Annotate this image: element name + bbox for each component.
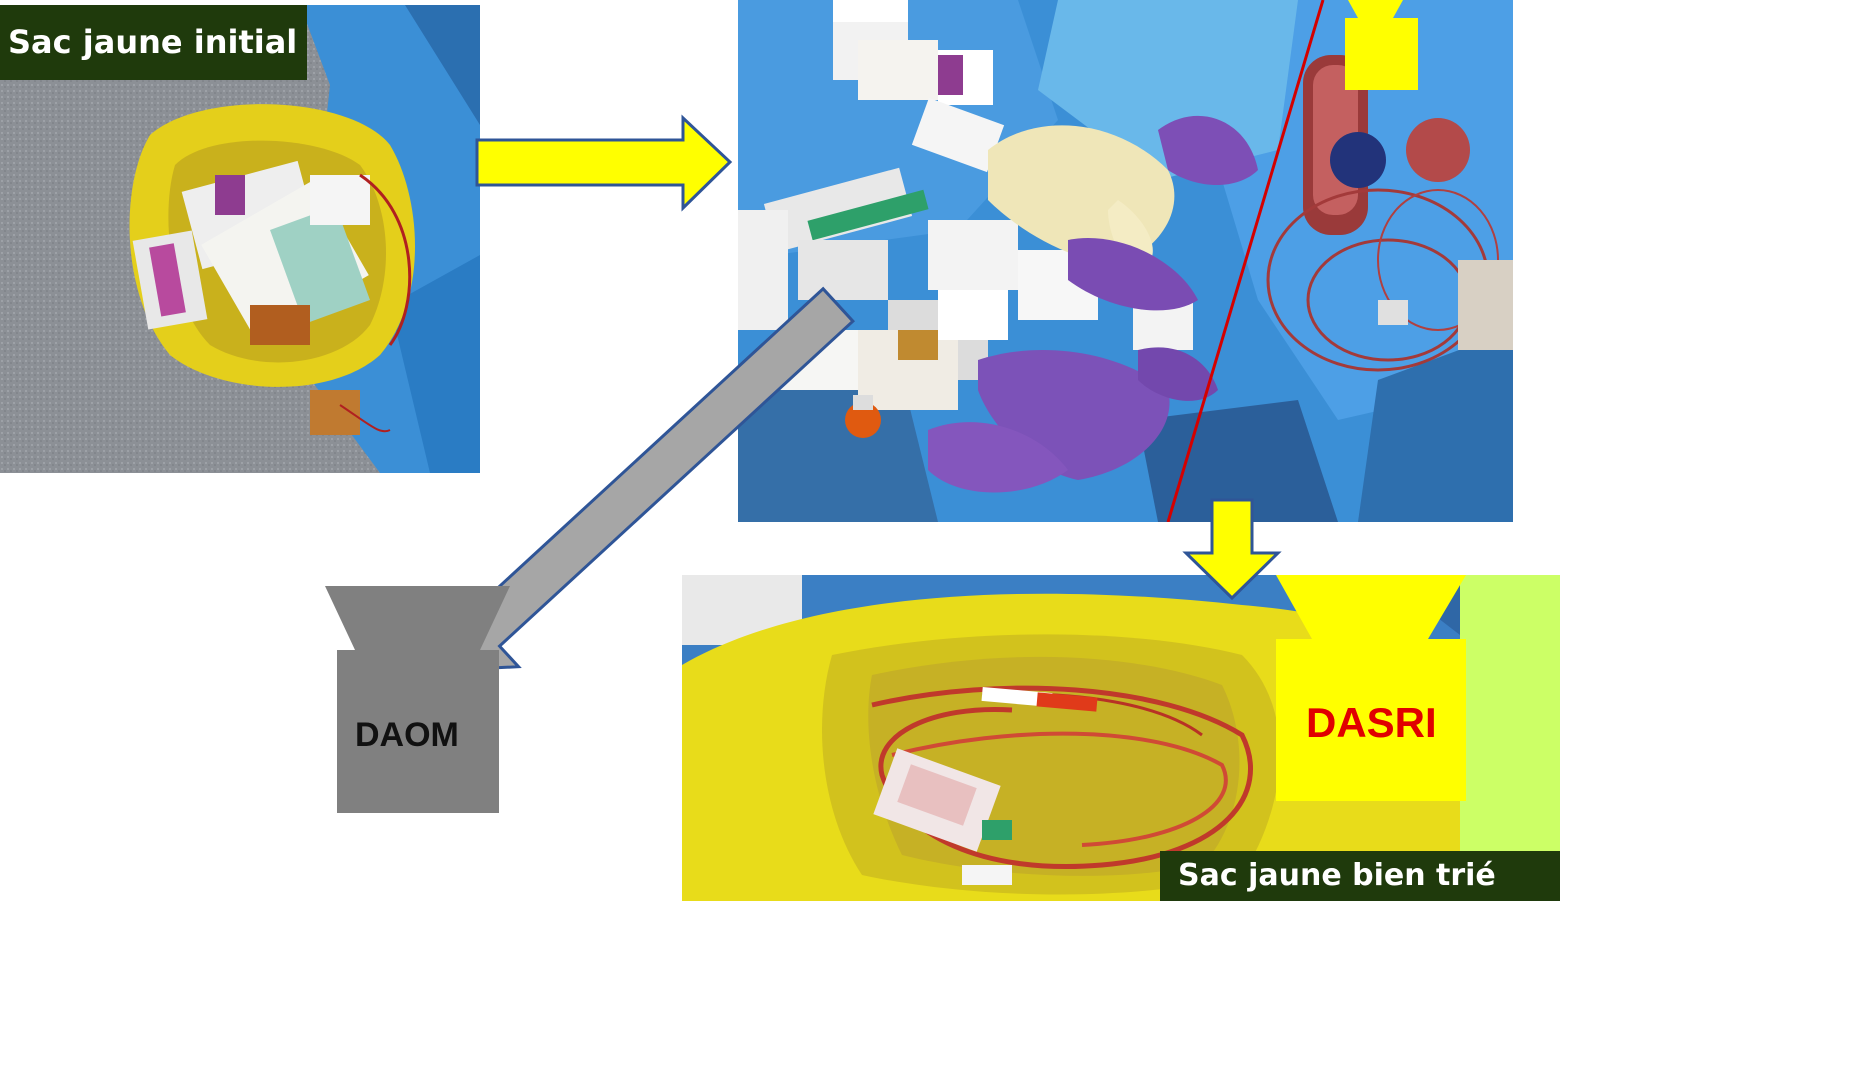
daom-bin: DAOM: [325, 586, 510, 813]
daom-bin-lid: [325, 586, 510, 650]
daom-label: DAOM: [355, 716, 459, 755]
dasri-bin: DASRI: [1276, 575, 1466, 801]
arrow-to-dasri: [1186, 500, 1278, 598]
arrow-to-sorting: [477, 118, 730, 208]
dasri-label: DASRI: [1306, 699, 1437, 747]
dasri-bin-lid: [1276, 575, 1466, 639]
